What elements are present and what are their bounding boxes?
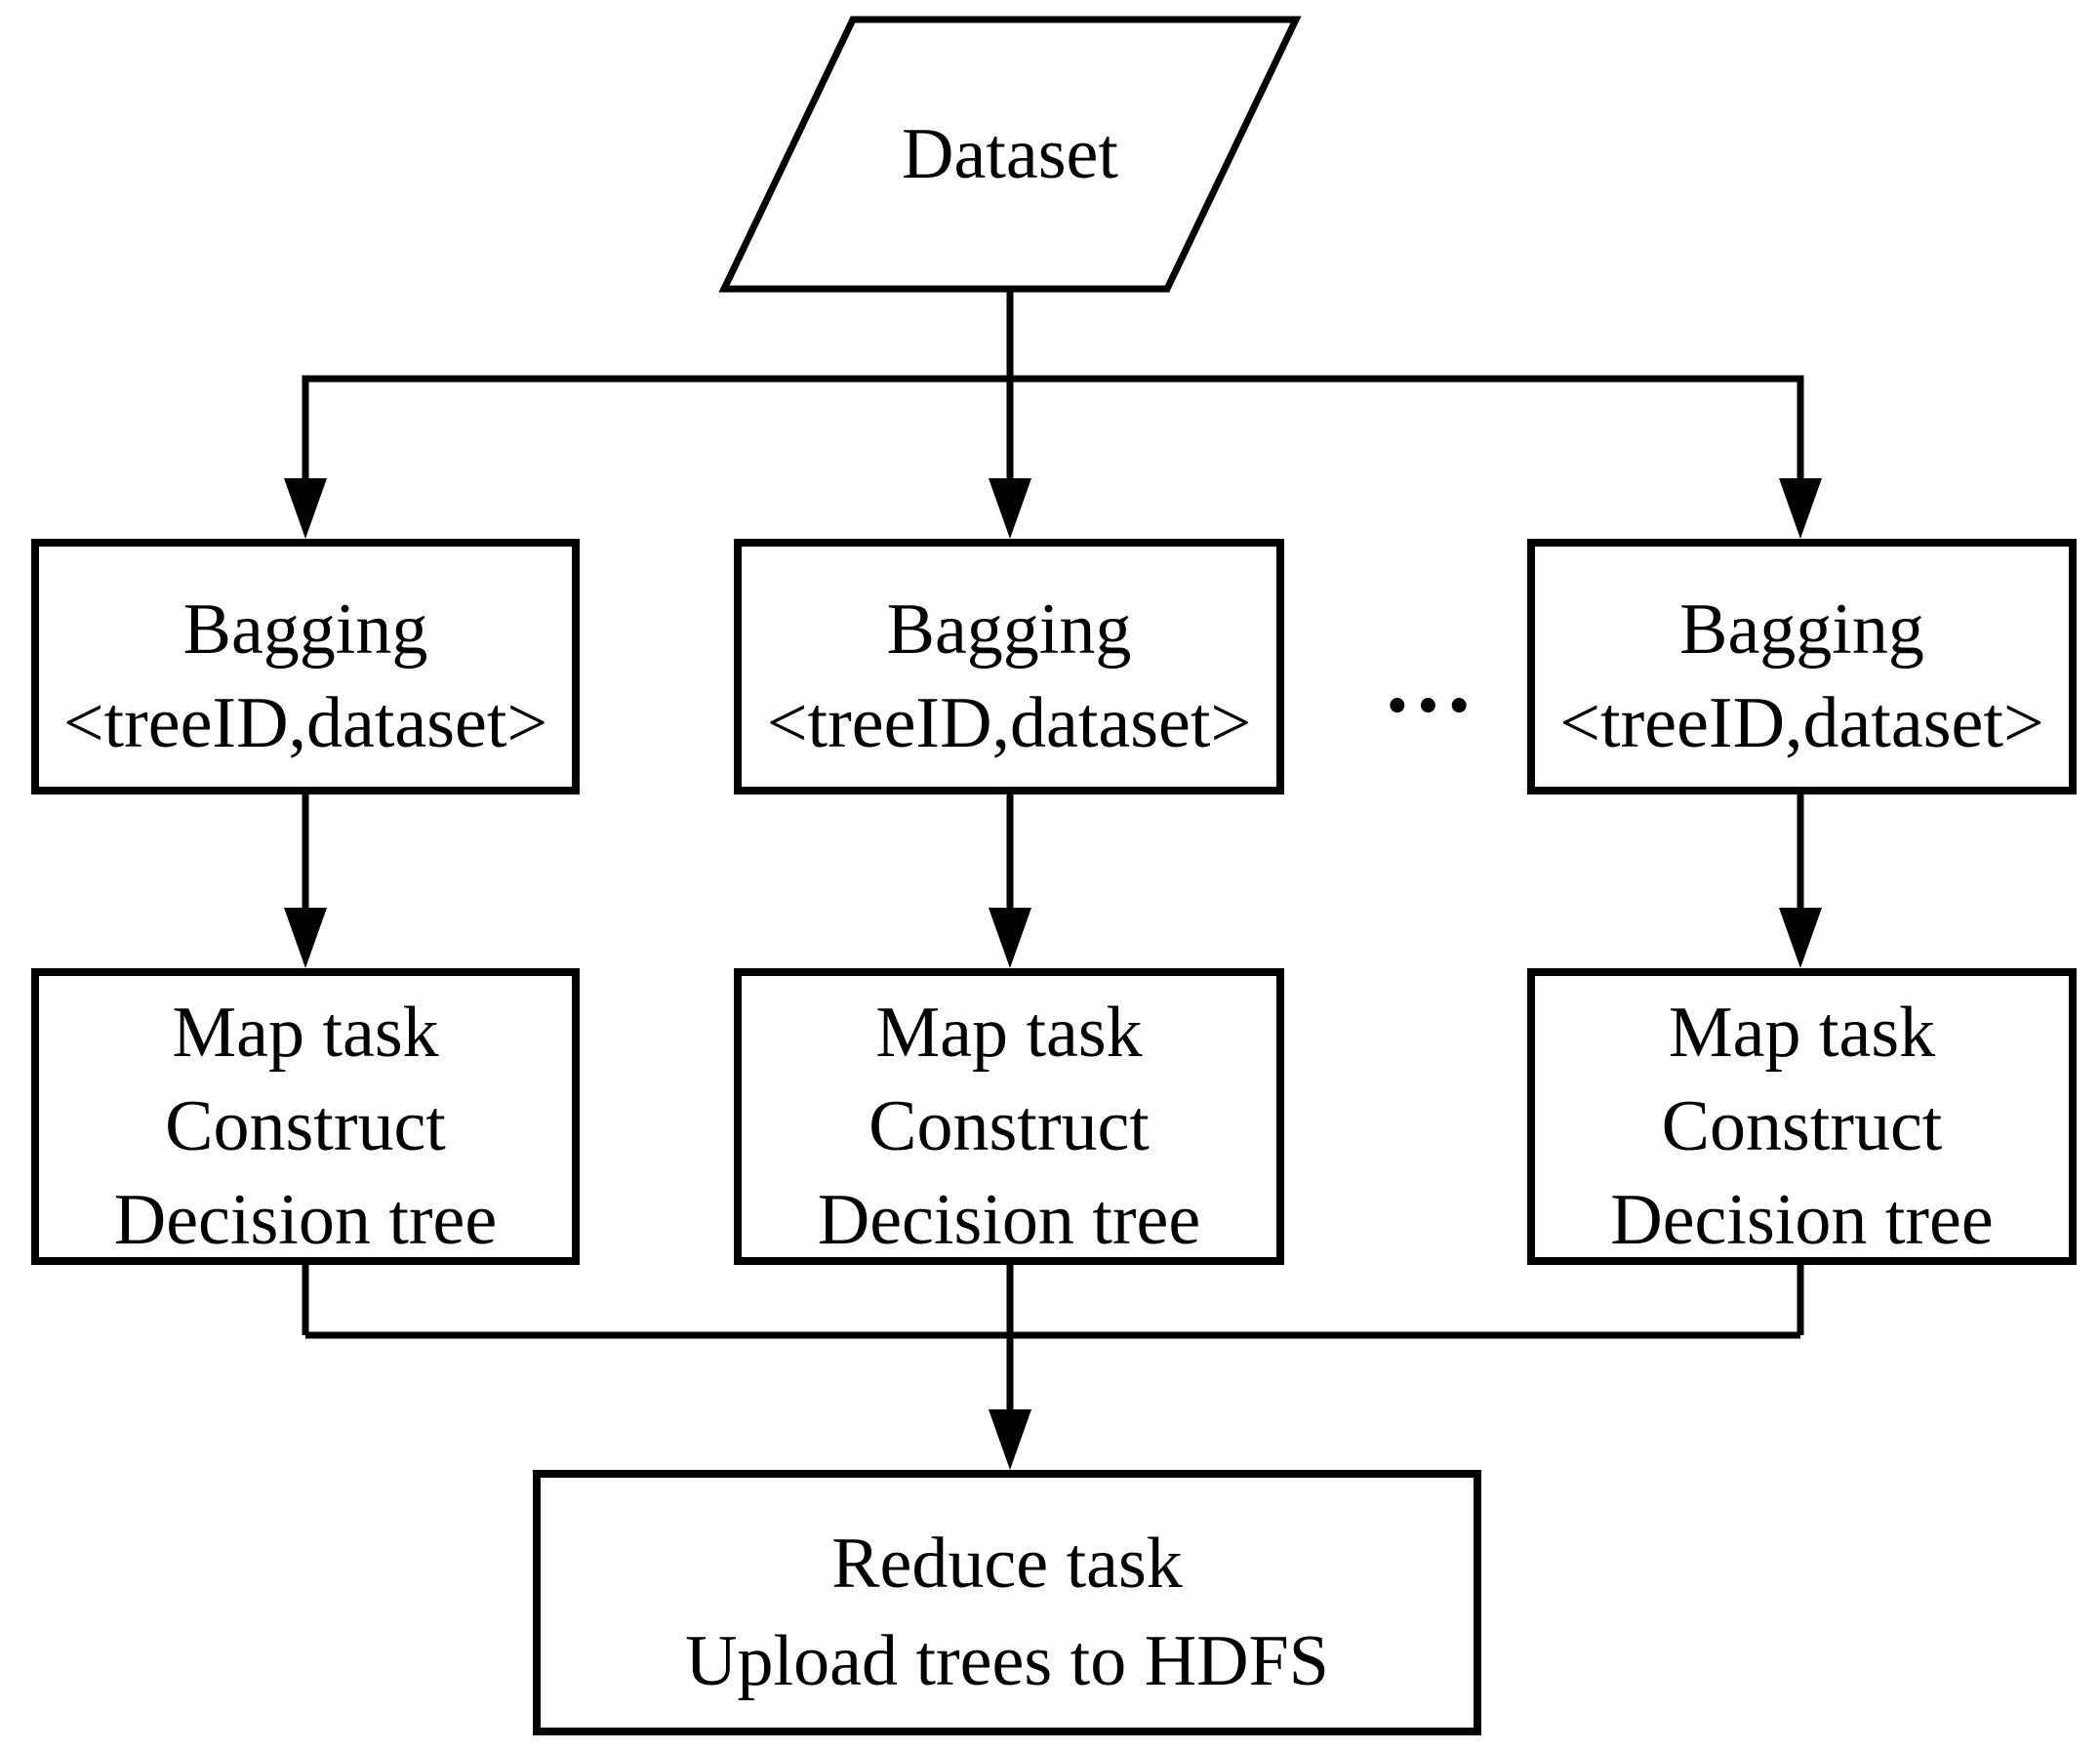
arrowheads-bagging-to-map <box>284 908 1822 968</box>
map-task-box-3: Map task Construct Decision tree <box>1527 968 2077 1265</box>
ellipsis-more-tasks: ··· <box>1382 655 1475 754</box>
map-task-box-2: Map task Construct Decision tree <box>734 968 1284 1265</box>
map-task-1-line2: Construct <box>165 1086 446 1166</box>
arrowhead <box>284 908 327 968</box>
dataset-parallelogram-shape <box>718 16 1302 293</box>
arrowhead <box>989 1409 1031 1470</box>
arrowhead <box>1779 478 1822 539</box>
map-task-3-line1: Map task <box>1668 993 1936 1073</box>
arrowhead-to-reduce <box>989 1409 1031 1470</box>
edge-dataset-branch <box>302 289 1804 482</box>
arrowhead <box>284 478 327 539</box>
arrowhead <box>1779 908 1822 968</box>
reduce-task-line2: Upload trees to HDFS <box>685 1621 1329 1701</box>
arrowheads-dataset-to-bagging <box>284 478 1822 539</box>
map-task-1-line3: Decision tree <box>113 1180 498 1260</box>
bagging-box-1: Bagging <treeID,dataset> <box>31 539 580 794</box>
map-task-box-1: Map task Construct Decision tree <box>31 968 580 1265</box>
arrowhead <box>989 478 1031 539</box>
bagging-box-2: Bagging <treeID,dataset> <box>734 539 1284 794</box>
reduce-task-line1: Reduce task <box>831 1524 1183 1604</box>
bagging-1-line2: <treeID,dataset> <box>62 683 548 763</box>
edge-map-to-reduce <box>302 1265 1804 1413</box>
arrowhead <box>989 908 1031 968</box>
bagging-box-3: Bagging <treeID,dataset> <box>1527 539 2077 794</box>
edge-bagging-to-map <box>302 794 1804 912</box>
map-task-3-line2: Construct <box>1661 1086 1943 1166</box>
map-task-3-line3: Decision tree <box>1610 1180 1994 1260</box>
dataset-node: Dataset <box>724 20 1296 289</box>
bagging-3-line2: <treeID,dataset> <box>1559 683 2044 763</box>
map-task-2-line2: Construct <box>868 1086 1150 1166</box>
bagging-2-line2: <treeID,dataset> <box>766 683 1252 763</box>
dataset-label: Dataset <box>902 114 1118 194</box>
bagging-2-line1: Bagging <box>886 590 1132 670</box>
map-task-2-line3: Decision tree <box>817 1180 1201 1260</box>
map-task-2-line1: Map task <box>875 993 1143 1073</box>
reduce-task-box: Reduce task Upload trees to HDFS <box>533 1470 1481 1735</box>
bagging-3-line1: Bagging <box>1679 590 1924 670</box>
map-task-1-line1: Map task <box>172 993 439 1073</box>
bagging-1-line1: Bagging <box>182 590 428 670</box>
